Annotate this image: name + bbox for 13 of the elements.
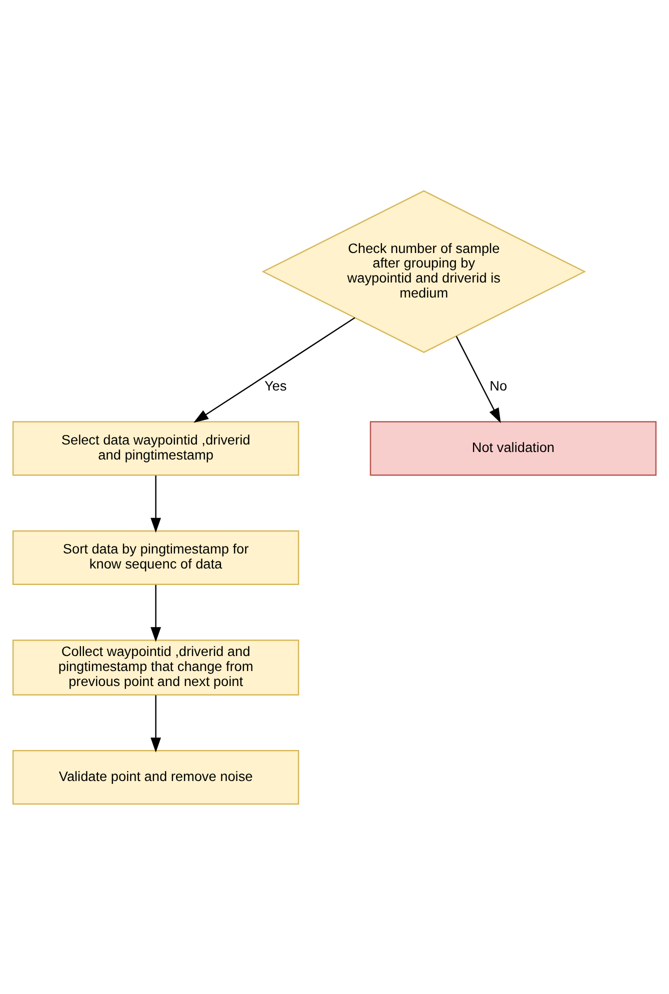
- arrow: [194, 316, 356, 422]
- node-box: Select data waypointid ,driverid and pingtimestamp: [12, 420, 300, 476]
- arrow: [456, 336, 501, 423]
- edge-label: Yes: [264, 378, 287, 394]
- arrow: [150, 475, 161, 532]
- edge-label: No: [490, 378, 508, 394]
- node-box: Collect waypointid ,driverid and pingtimestamp that change from previous point and next point: [12, 639, 300, 695]
- node-box: Validate point and remove noise: [12, 750, 300, 804]
- node-box: Sort data by pingtimestamp for know sequenc of data: [12, 530, 300, 584]
- node-diamond: Check number of sample after grouping by waypointid and driverid is medium: [262, 190, 586, 352]
- arrow: [150, 694, 161, 752]
- node-box: Not validation: [370, 420, 657, 476]
- arrow: [150, 584, 161, 642]
